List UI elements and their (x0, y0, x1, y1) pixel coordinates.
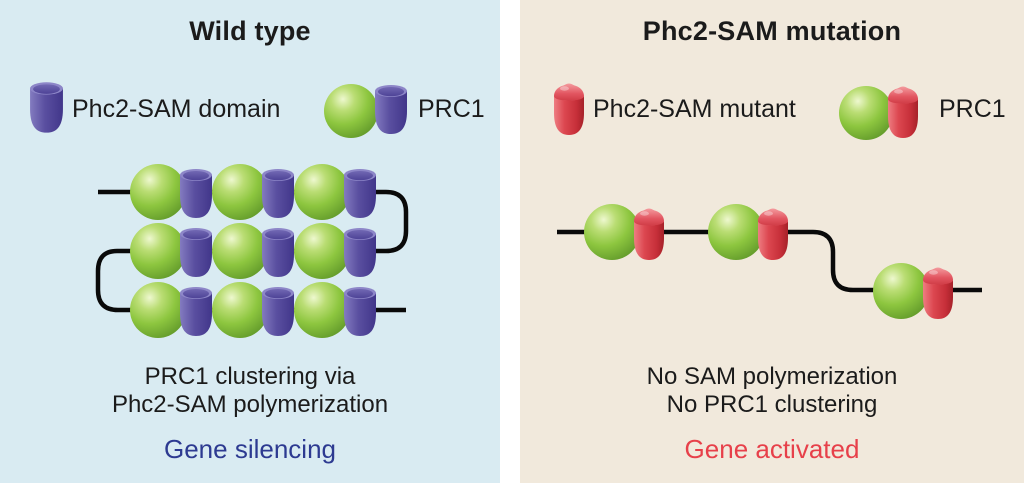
sam-domain-icon (30, 82, 63, 133)
page-title: Phc2-SAM mutation (642, 16, 902, 46)
legend-label-sam-mutant: Phc2-SAM mutant (593, 95, 796, 123)
caption-line: PRC1 clustering via (144, 363, 356, 390)
legend-label-sam-domain: Phc2-SAM domain (72, 95, 281, 123)
mutation-caption: No SAM polymerization No PRC1 clustering (520, 363, 1024, 419)
page-title: Wild type (189, 16, 311, 46)
legend-label-prc1: PRC1 (418, 95, 485, 123)
prc1-mutant-icon (839, 86, 918, 140)
wild-type-panel: Wild type Phc2-SAM domain PRC1 PRC1 clus… (0, 0, 500, 483)
legend-label-prc1: PRC1 (939, 95, 1006, 123)
dna-line (95, 189, 409, 313)
dna-line (557, 229, 982, 293)
wild-type-caption: PRC1 clustering via Phc2-SAM polymerizat… (0, 363, 500, 419)
caption-line: No PRC1 clustering (666, 391, 878, 418)
sam-mutation-panel: Phc2-SAM mutation Phc2-SAM mutant PRC1 N… (520, 0, 1024, 483)
sam-mutant-icon (554, 83, 584, 135)
status-gene-silencing: Gene silencing (164, 434, 336, 464)
caption-line: No SAM polymerization (646, 363, 898, 390)
prc1-icon (324, 84, 407, 138)
caption-line: Phc2-SAM polymerization (111, 391, 389, 418)
status-gene-activated: Gene activated (684, 434, 860, 464)
